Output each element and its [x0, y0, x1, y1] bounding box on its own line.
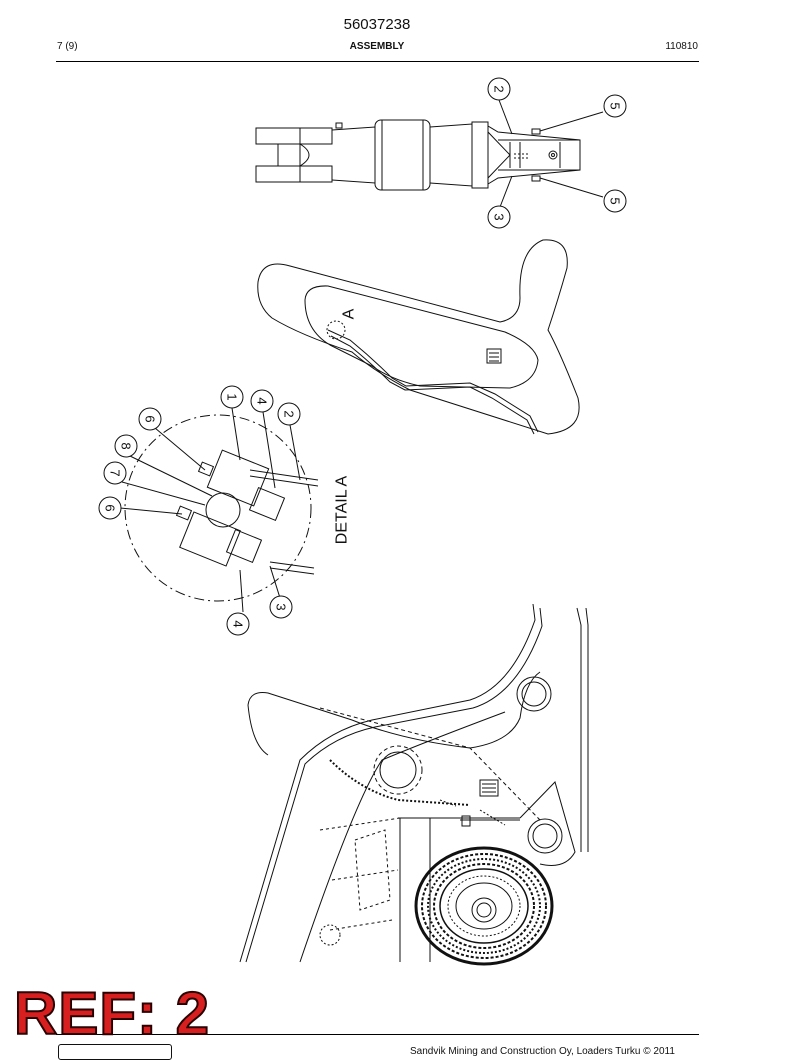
callout-bubble	[603, 94, 627, 118]
callout-bubble	[269, 595, 293, 619]
footer-rule	[56, 1034, 699, 1035]
callout-bubble	[250, 389, 274, 413]
callout-number: 2	[282, 410, 297, 417]
detail-label: DETAIL A	[334, 475, 351, 544]
callout-bubble	[114, 434, 138, 458]
callout-number: 2	[492, 85, 507, 92]
callout-bubble	[487, 205, 511, 229]
callout-number: 6	[143, 415, 158, 422]
callout-number: 6	[103, 504, 118, 511]
side-view	[257, 239, 580, 435]
copyright-text: Sandvik Mining and Construction Oy, Load…	[410, 1046, 675, 1057]
callout-number: 4	[231, 620, 246, 627]
callout-number: 3	[274, 603, 289, 610]
callout-number: 8	[119, 442, 134, 449]
callout-bubble	[226, 612, 250, 636]
document-date: 110810	[665, 41, 698, 52]
top-view	[255, 99, 604, 208]
callout-bubble	[603, 189, 627, 213]
lower-view	[239, 603, 589, 963]
tyre	[414, 846, 554, 966]
view-marker: A	[341, 308, 358, 319]
callout-number: 5	[608, 102, 623, 109]
callout-number: 3	[492, 213, 507, 220]
callout-bubble	[103, 461, 127, 485]
callout-bubble	[277, 402, 301, 426]
detail-a	[119, 407, 319, 613]
section-title: ASSEMBLY	[349, 41, 405, 52]
header-rule	[56, 61, 699, 62]
callout-bubble	[487, 77, 511, 101]
ref-stamp: REF: 2	[13, 980, 211, 1047]
callout-number: 5	[608, 197, 623, 204]
document-number: 56037238	[343, 16, 411, 33]
callout-number: 4	[255, 397, 270, 404]
callout-number: 7	[108, 469, 123, 476]
callout-bubble	[220, 385, 244, 409]
callout-number: 1	[225, 393, 240, 400]
callout-bubble	[138, 407, 162, 431]
callout-bubble	[98, 496, 122, 520]
page-number: 7 (9)	[57, 41, 78, 52]
